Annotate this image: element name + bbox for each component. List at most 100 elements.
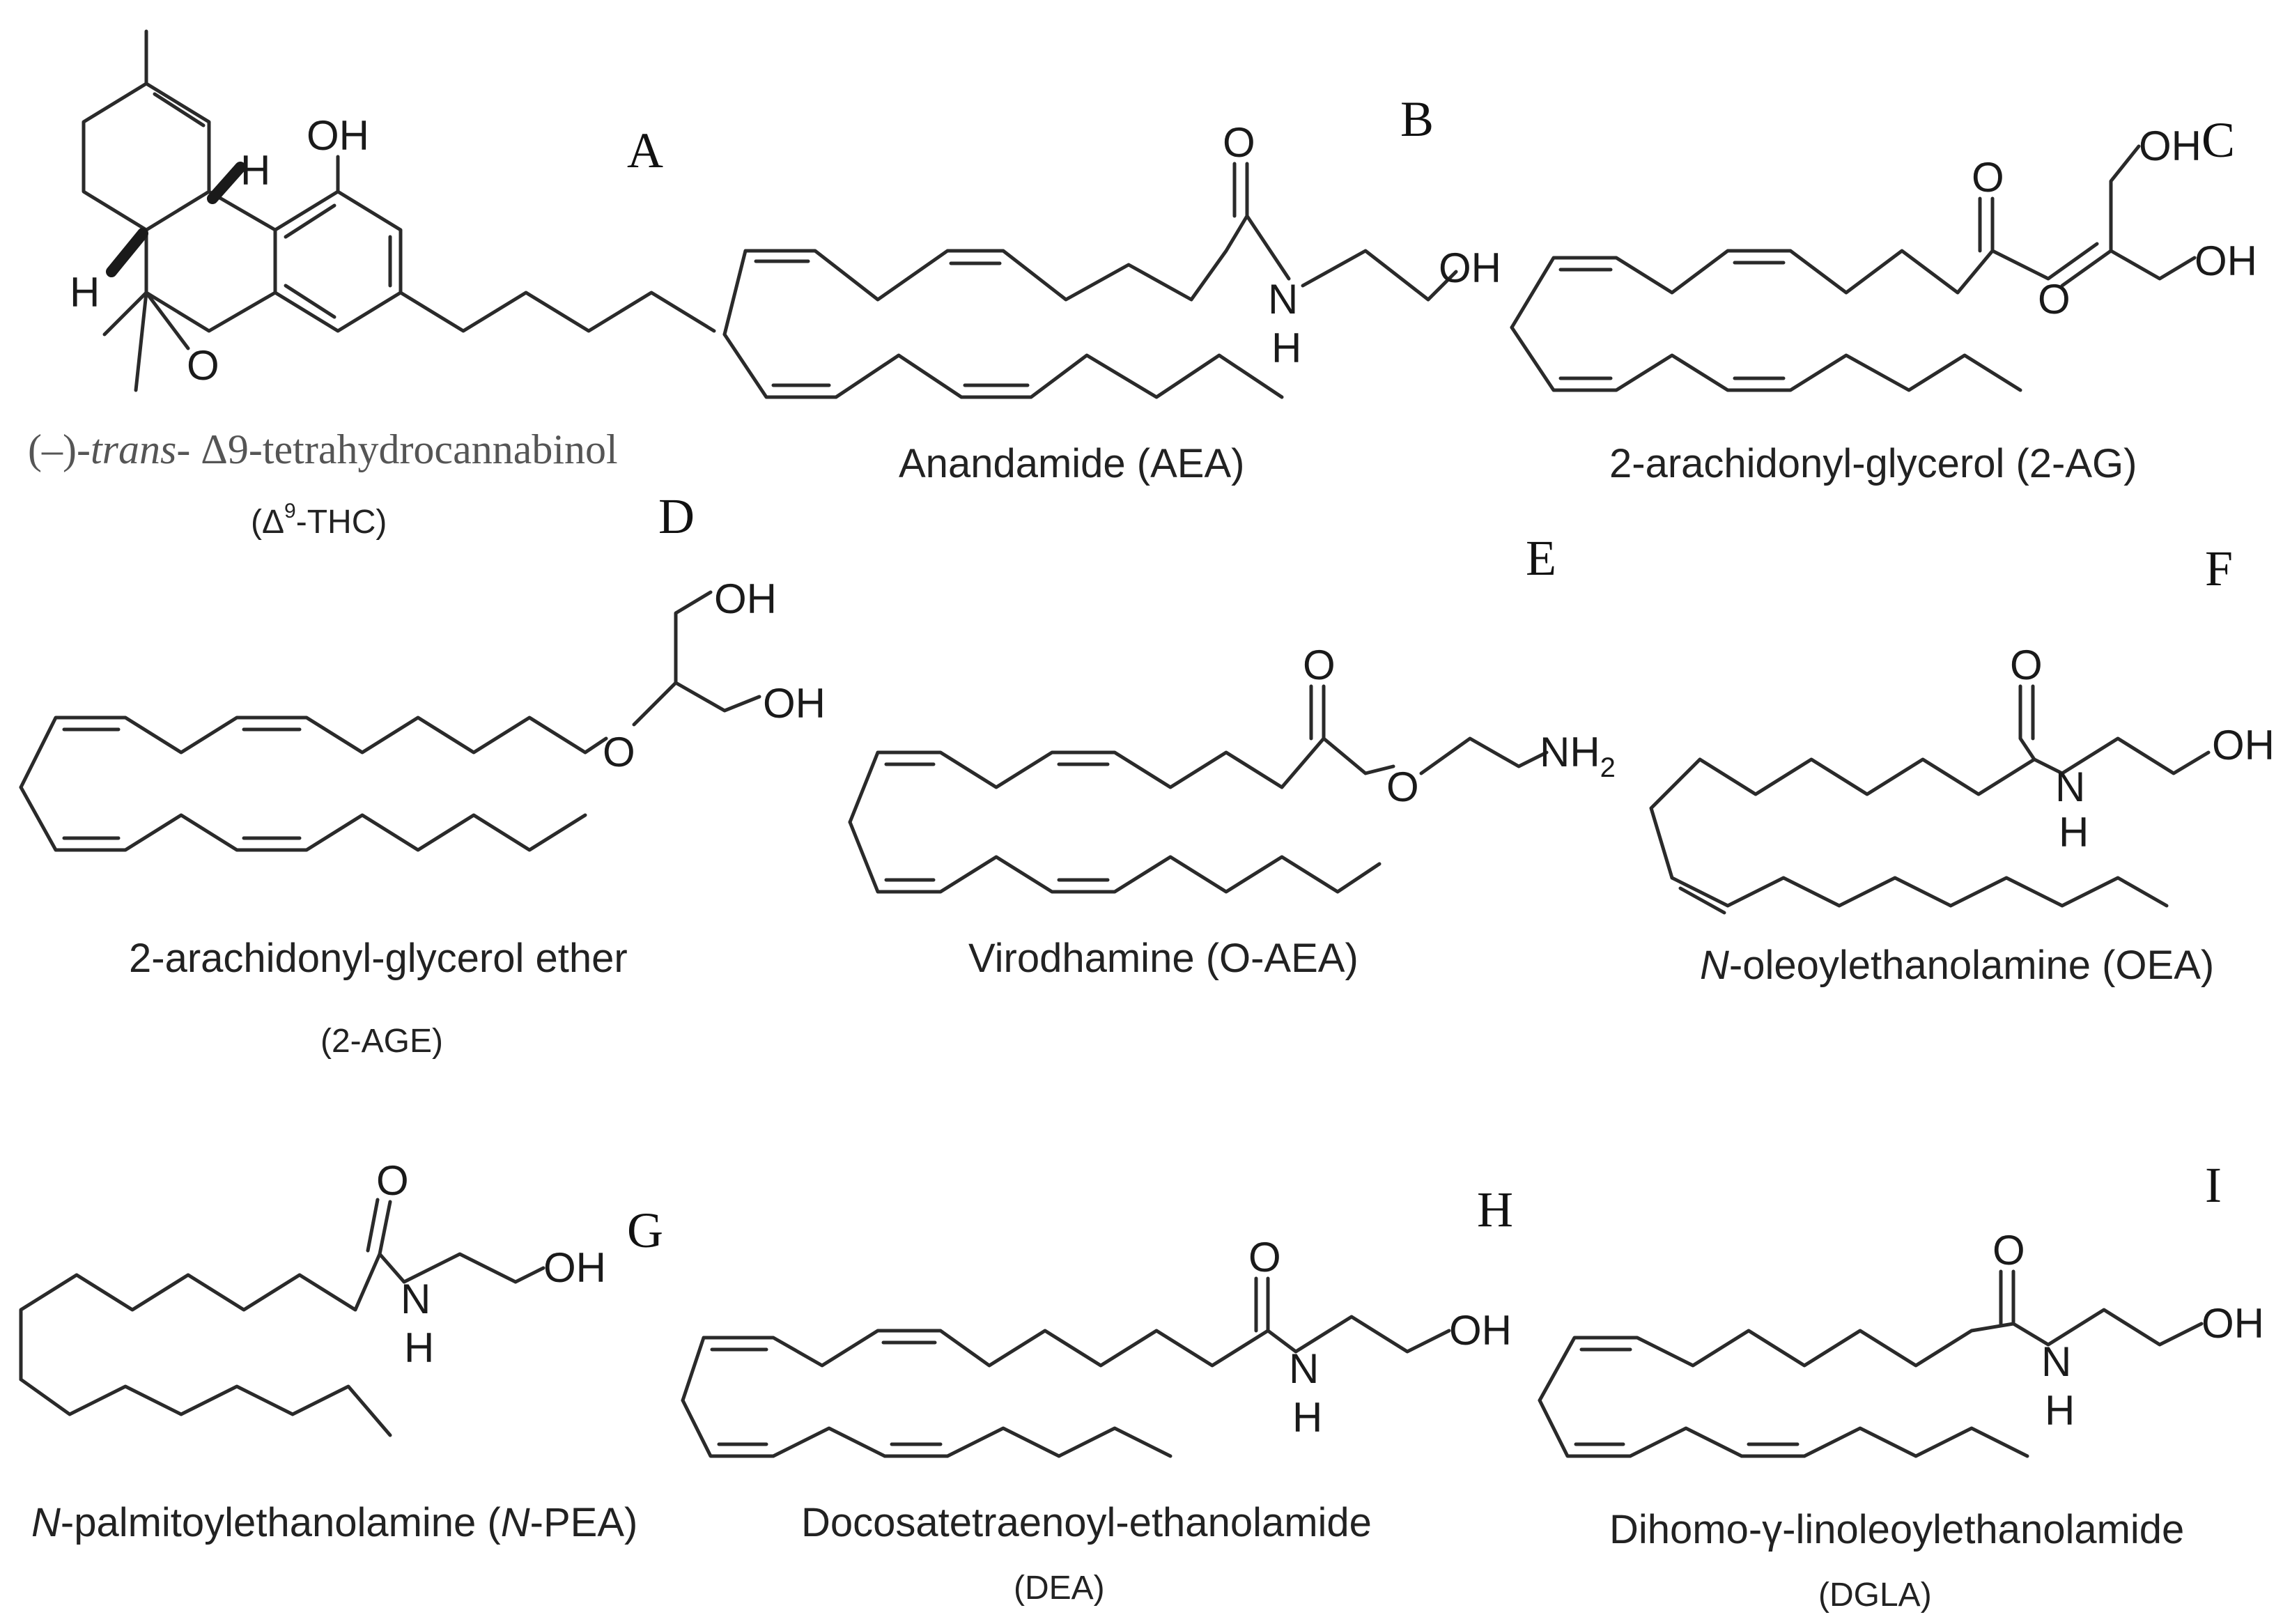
oea-n-label: N (2055, 764, 2085, 810)
dea-chain (681, 1276, 1270, 1402)
aea-n-label: N (1268, 276, 1298, 323)
2age-glycerol-up (632, 590, 713, 727)
dea-ethanol (1266, 1315, 1451, 1354)
virod-lower-chain (848, 820, 1382, 894)
dea-oh-label: OH (1449, 1307, 1512, 1354)
2ag-ester-o-label: O (2038, 276, 2071, 323)
pea-ethanol (378, 1252, 545, 1284)
aea-chain (722, 214, 1291, 337)
2age-glycerol-right (674, 681, 761, 713)
2ag-oh-label-2: OH (2195, 238, 2257, 284)
panel-letter-d: D (658, 488, 695, 544)
structure-g-pea: O N H OH (19, 1157, 606, 1437)
caption-g: N-palmitoylethanolamine (N-PEA) (31, 1500, 637, 1545)
thc-aromatic-double-3 (284, 284, 336, 319)
thc-methyl-1 (102, 291, 148, 337)
pea-chain (19, 1200, 392, 1382)
dgla-n-label: N (2041, 1338, 2071, 1385)
virod-ester-o-label: O (1386, 764, 1419, 810)
pea-carbonyl-2 (366, 1198, 380, 1253)
pea-lower-chain (19, 1377, 392, 1437)
2ag-o-label: O (1972, 154, 2004, 201)
oea-lower-chain (1670, 876, 2169, 908)
aea-oh-label: OH (1439, 245, 1501, 291)
2ag-glycerol-up (2060, 144, 2141, 288)
structure-f-oea: O N H OH (1649, 642, 2275, 915)
2ag-oh-label-1: OH (2139, 123, 2201, 169)
virod-chain (848, 736, 1395, 824)
oea-double-bond (1678, 886, 1726, 915)
thc-pyran-ring (144, 190, 277, 333)
virod-nh2-label: NH2 (1540, 729, 1616, 783)
thc-bonds (82, 29, 211, 232)
dgla-h-label: H (2045, 1387, 2075, 1434)
aea-h-label: H (1271, 325, 1301, 371)
panel-letter-c: C (2201, 112, 2235, 168)
oea-oh-label: OH (2212, 722, 2275, 768)
oea-h-label: H (2059, 809, 2089, 856)
thc-methyl-2 (134, 291, 148, 392)
thc-aromatic-double-1 (284, 203, 336, 239)
thc-o-bond (144, 291, 190, 350)
dea-o-label: O (1248, 1234, 1281, 1281)
pea-oh-label: OH (543, 1244, 606, 1291)
structure-c-2ag: O O OH OH (1510, 123, 2257, 392)
oea-chain (1649, 684, 2036, 880)
2age-lower-chain (19, 785, 587, 852)
oea-o-label: O (2010, 642, 2043, 688)
2ag-lower-chain (1510, 325, 2022, 392)
caption-e: Virodhamine (O-AEA) (968, 936, 1359, 981)
caption-d: 2-arachidonyl-glycerol ether (129, 936, 628, 981)
thc-oh-label: OH (307, 112, 369, 159)
thc-wedge-h2 (106, 228, 148, 277)
panel-letter-e: E (1526, 530, 1556, 586)
caption-h: Docosatetraenoyl-ethanolamide (801, 1500, 1372, 1545)
thc-aromatic-ring (273, 190, 403, 333)
panel-letter-b: B (1400, 91, 1434, 147)
caption-f: N-oleoylethanolamine (OEA) (1700, 943, 2214, 988)
2ag-chain (1510, 242, 2099, 330)
thc-wedge-h1 (207, 162, 246, 204)
2age-chain (19, 716, 608, 789)
thc-h-label-2: H (70, 269, 100, 316)
oea-ethanol (2032, 736, 2211, 775)
caption-h-abbr: (DEA) (1014, 1570, 1105, 1607)
panel-letter-f: F (2205, 541, 2233, 596)
thc-pentyl-chain (398, 291, 716, 333)
2age-oh-label-2: OH (763, 680, 826, 727)
dgla-chain (1538, 1269, 2015, 1402)
caption-b: Anandamide (AEA) (899, 441, 1244, 486)
panel-letter-i: I (2205, 1157, 2222, 1213)
dea-n-label: N (1289, 1345, 1319, 1392)
panel-letter-h: H (1477, 1182, 1513, 1237)
caption-d-abbr: (2-AGE) (320, 1023, 443, 1060)
aea-lower-chain (722, 332, 1284, 399)
dgla-o-label: O (1992, 1227, 2025, 1274)
2ag-glycerol-right (2109, 249, 2197, 281)
virod-ethanolamine (1419, 736, 1549, 775)
2age-o-label: O (603, 729, 635, 775)
structure-a-thc: OH H H O (70, 29, 716, 392)
caption-i-abbr: (DGLA) (1818, 1577, 1932, 1614)
dea-lower-chain (681, 1398, 1173, 1458)
thc-o-label: O (187, 342, 219, 389)
dea-h-label: H (1292, 1394, 1322, 1441)
dgla-lower-chain (1538, 1398, 2029, 1458)
pea-h-label: H (404, 1324, 434, 1371)
caption-a-abbr: (Δ9-THC) (251, 500, 387, 541)
caption-i: Dihomo-γ-linoleoylethanolamide (1609, 1507, 2184, 1552)
panel-letter-g: G (627, 1202, 663, 1258)
dgla-ethanol (2011, 1308, 2204, 1347)
aea-ethanol (1301, 249, 1458, 302)
structure-d-2age: O OH OH (19, 575, 826, 852)
pea-n-label: N (401, 1276, 431, 1322)
pea-o-label: O (376, 1157, 409, 1204)
thc-double-bond (153, 92, 206, 127)
structure-e-virodhamine: O O NH2 (848, 642, 1616, 894)
virod-o-label: O (1303, 642, 1336, 688)
caption-a: (–)-trans- Δ9-tetrahydrocannabinol (28, 426, 618, 472)
structure-h-dea: O N H OH (681, 1234, 1512, 1458)
dgla-oh-label: OH (2201, 1300, 2264, 1347)
structure-b-aea: O N H OH (722, 119, 1501, 399)
